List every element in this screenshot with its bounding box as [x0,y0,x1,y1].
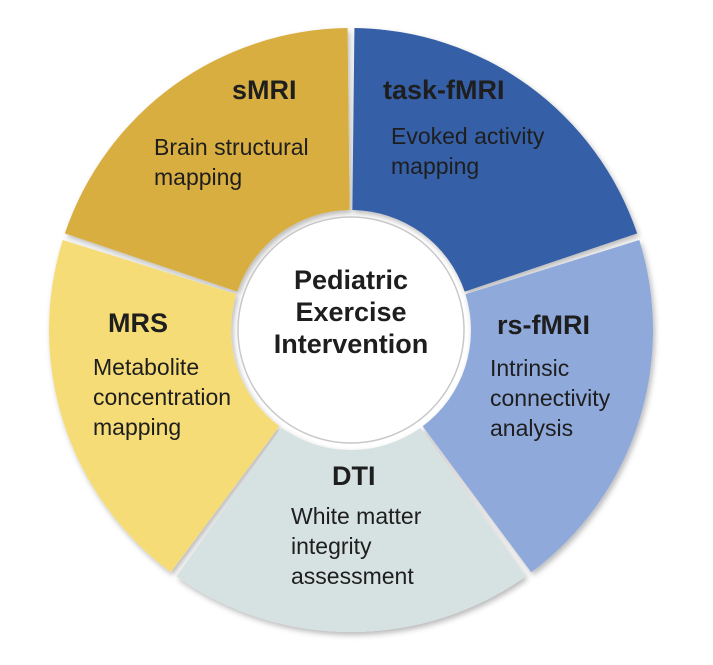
smri-description: Brain structural mapping [154,132,309,192]
center-label: Pediatric Exercise Intervention [251,264,451,360]
dti-title: DTI [332,461,376,491]
center-line: Pediatric [293,265,409,295]
rs-fmri-desc-line: connectivity [490,385,611,411]
rs-fmri-desc-line: Intrinsic [490,355,570,381]
task-fmri-title: task-fMRI [383,75,505,105]
smri-title: sMRI [232,75,297,105]
center-circle [237,216,465,444]
task-fmri-description: Evoked activity mapping [391,121,544,181]
center-line: Exercise [295,297,407,327]
segment-dti [176,427,526,633]
dti-description: White matter integrity assessment [291,501,421,591]
segment-task-fmri [352,28,638,292]
segment-smri [64,28,350,292]
rs-fmri-desc-line: analysis [490,415,574,441]
dti-desc-line: White matter [291,503,422,529]
mrs-description: Metabolite concentration mapping [93,352,231,442]
mrs-title: MRS [108,308,168,338]
mrs-desc-line: concentration [93,384,232,410]
segment-rs-fmri [422,239,653,573]
task-fmri-desc-line: Evoked activity [391,123,545,149]
segment-mrs [49,239,280,573]
center-line: Intervention [273,329,429,359]
rs-fmri-description: Intrinsic connectivity analysis [490,353,610,443]
dti-desc-line: integrity [291,533,372,559]
mrs-desc-line: Metabolite [93,354,200,380]
smri-desc-line: mapping [154,164,243,190]
task-fmri-desc-line: mapping [391,153,480,179]
rs-fmri-title: rs-fMRI [497,310,590,340]
smri-desc-line: Brain structural [154,134,309,160]
mrs-desc-line: mapping [93,414,182,440]
dti-desc-line: assessment [291,563,414,589]
